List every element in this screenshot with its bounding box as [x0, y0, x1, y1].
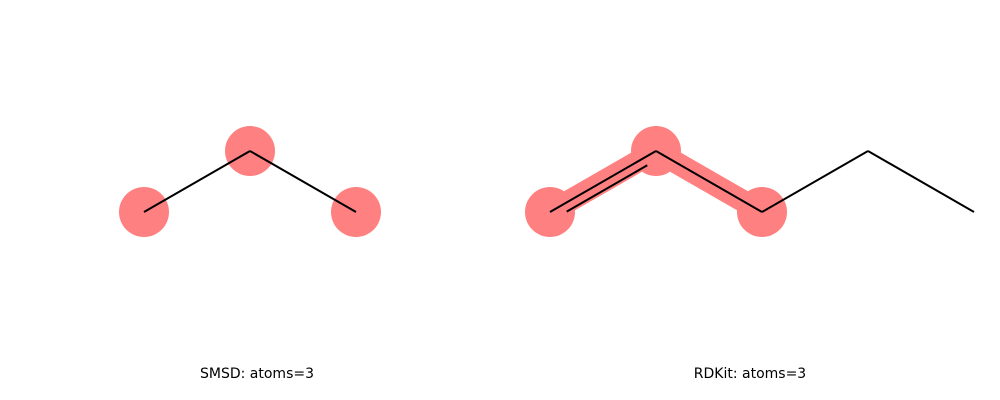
- rdkit-bond-2: [761, 150, 869, 213]
- rdkit-structure-panel: [525, 126, 975, 237]
- rdkit-bond-1: [655, 150, 763, 213]
- rdkit-bond-0: [549, 150, 657, 213]
- rdkit-bond-0-second-line: [566, 164, 648, 213]
- rdkit-caption: RDKit: atoms=3: [693, 366, 807, 382]
- smsd-structure-panel: [119, 126, 381, 237]
- smsd-caption: SMSD: atoms=3: [199, 366, 315, 382]
- smsd-bond-1: [249, 150, 357, 213]
- smsd-bond-0: [143, 150, 251, 213]
- rdkit-bond-3: [867, 150, 975, 213]
